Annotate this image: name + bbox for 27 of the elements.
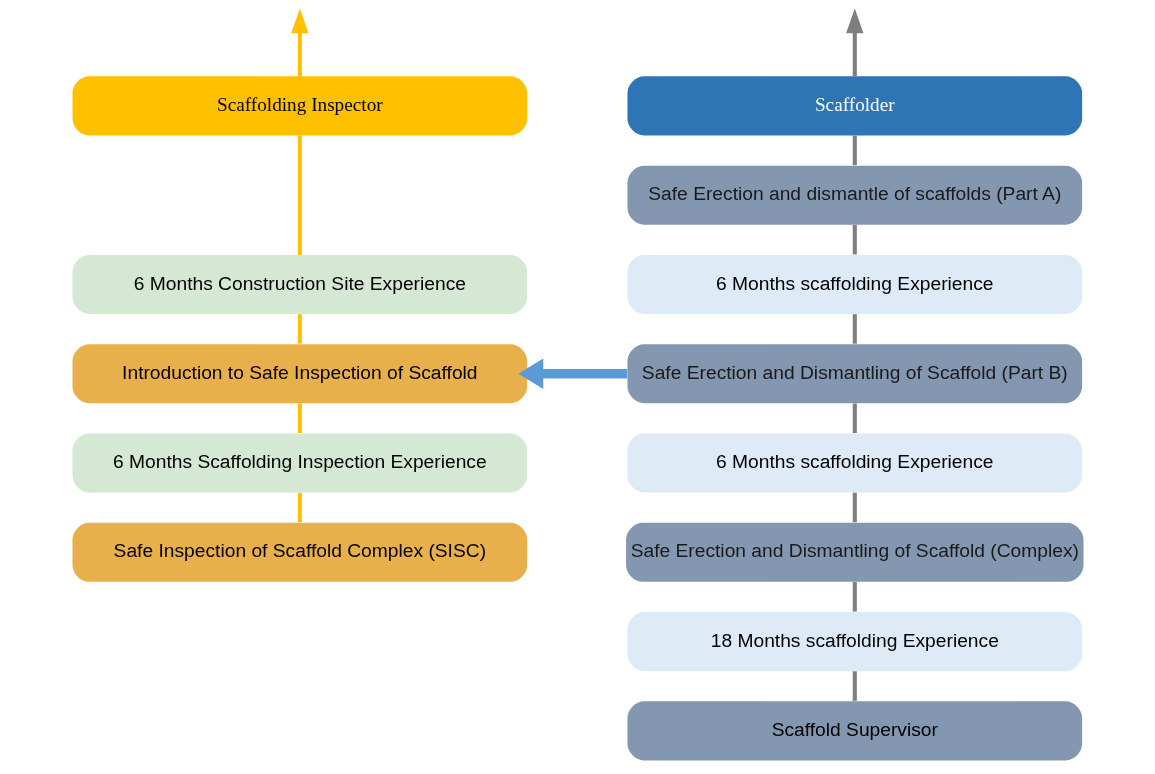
- node-box: Scaffold Supervisor: [626, 701, 1082, 761]
- arrow: [290, 8, 308, 77]
- connector: [297, 403, 302, 433]
- connector: [852, 492, 857, 523]
- arrow: [845, 8, 863, 77]
- node-box: Safe Inspection of Scaffold Complex (SISC): [72, 522, 527, 582]
- node-box: 6 Months Construction Site Experience: [72, 254, 527, 314]
- node-box: 6 Months scaffolding Experience: [626, 433, 1082, 493]
- connector: [852, 135, 857, 166]
- node-box: 6 Months scaffolding Experience: [626, 254, 1082, 314]
- node-box: Introduction to Safe Inspection of Scaffold: [72, 344, 527, 404]
- connector: [852, 403, 857, 433]
- node-box: Scaffolding Inspector: [72, 76, 527, 136]
- connector: [852, 671, 857, 701]
- connector: [852, 224, 857, 255]
- node-box: 18 Months scaffolding Experience: [626, 612, 1082, 672]
- node-box: 6 Months Scaffolding Inspection Experience: [72, 433, 527, 493]
- node-box: Safe Erection and dismantle of scaffolds (Part A): [626, 165, 1082, 225]
- connector: [297, 492, 302, 523]
- arrow: [517, 358, 627, 390]
- node-box: Safe Erection and Dismantling of Scaffold (Part B): [626, 344, 1082, 404]
- node-box: Safe Erection and Dismantling of Scaffold (Complex): [625, 522, 1083, 582]
- connector: [297, 135, 302, 255]
- connector: [852, 582, 857, 612]
- connector: [297, 314, 302, 344]
- connector: [852, 314, 857, 344]
- node-box: Scaffolder: [626, 76, 1082, 136]
